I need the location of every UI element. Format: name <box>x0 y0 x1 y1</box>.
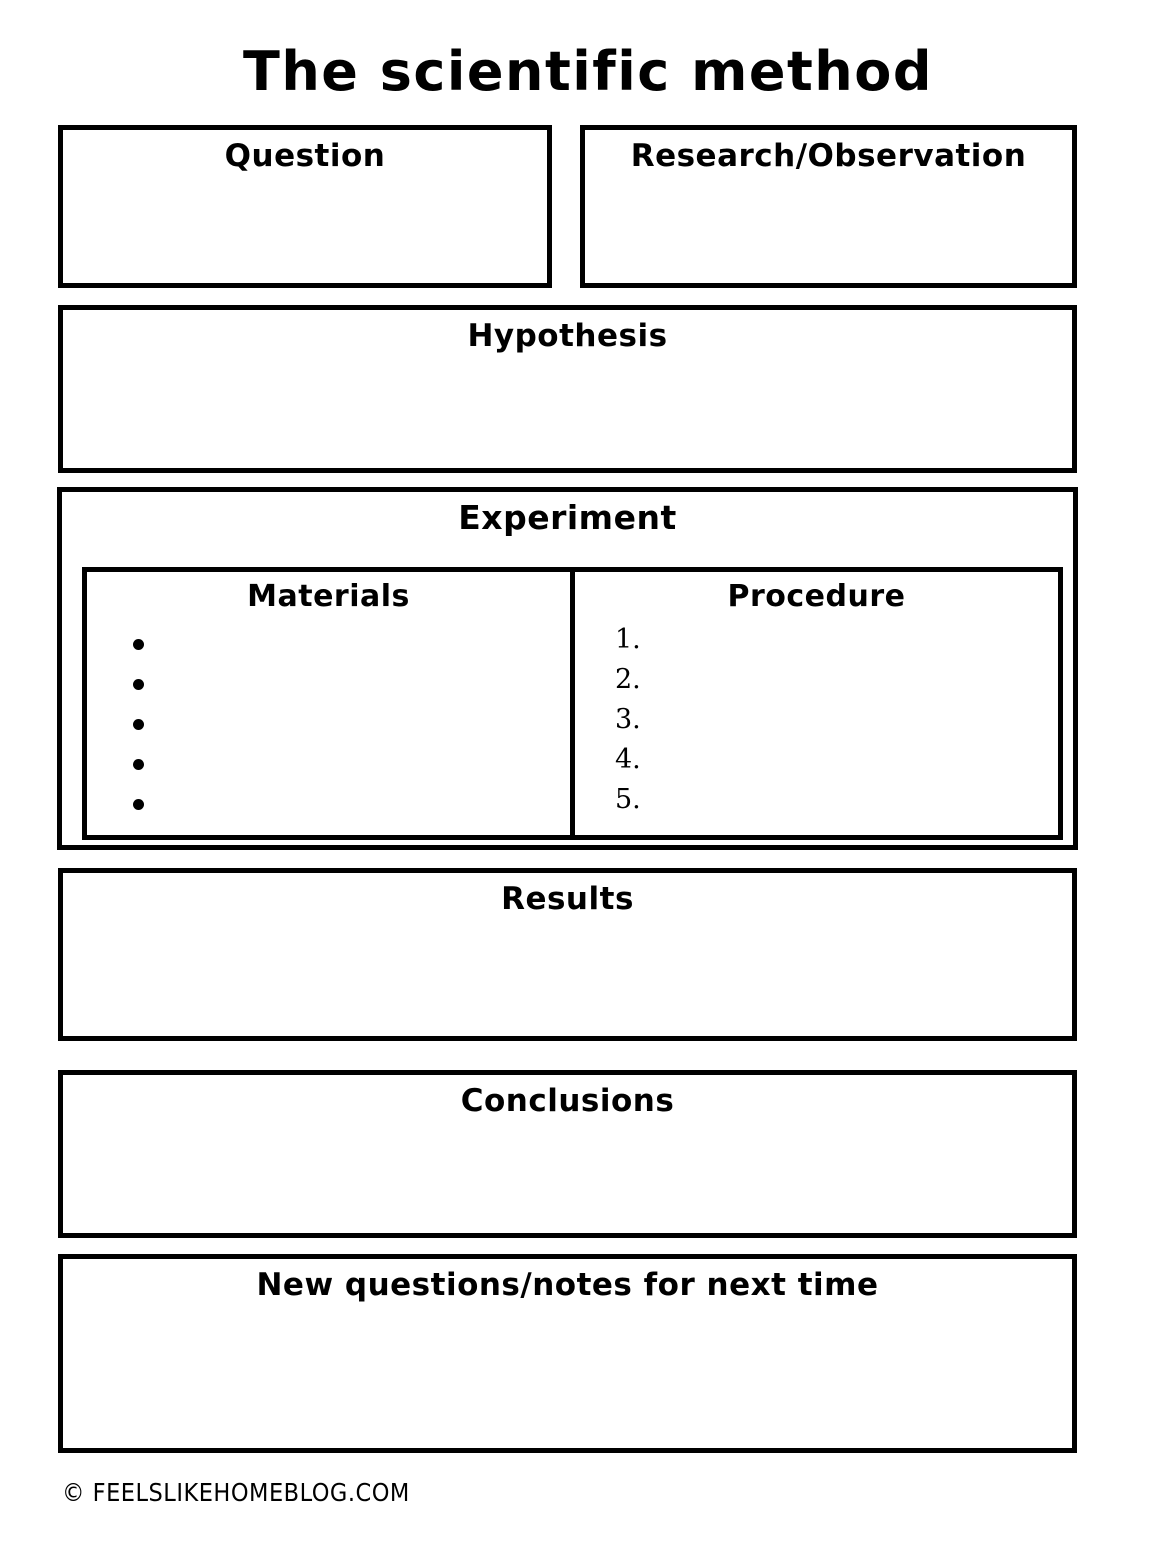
new-questions-notes-write-area[interactable] <box>63 1309 1072 1448</box>
list-item[interactable]: 1. <box>615 624 641 655</box>
section-label-experiment: Experiment <box>458 498 677 537</box>
section-label-results: Results <box>501 881 634 917</box>
list-item[interactable]: 4. <box>615 744 641 775</box>
list-item[interactable]: 5. <box>615 784 641 815</box>
procedure-list: 1. 2. 3. 4. 5. <box>615 620 641 820</box>
column-procedure: Procedure 1. 2. 3. 4. 5. <box>575 572 1058 835</box>
section-hypothesis: Hypothesis <box>58 305 1077 473</box>
section-label-question: Question <box>224 138 386 174</box>
section-research-observation: Research/Observation <box>580 125 1077 288</box>
bullet-icon <box>133 759 144 770</box>
page-title: The scientific method <box>243 40 933 103</box>
bullet-icon <box>133 799 144 810</box>
section-conclusions: Conclusions <box>58 1070 1077 1238</box>
section-results: Results <box>58 868 1077 1041</box>
hypothesis-write-area[interactable] <box>63 360 1072 468</box>
results-write-area[interactable] <box>63 923 1072 1036</box>
column-materials: Materials <box>87 572 575 835</box>
section-question: Question <box>58 125 552 288</box>
section-label-conclusions: Conclusions <box>460 1083 675 1119</box>
section-new-questions-notes: New questions/notes for next time <box>58 1254 1077 1453</box>
list-item[interactable]: 3. <box>615 704 641 735</box>
conclusions-write-area[interactable] <box>63 1125 1072 1233</box>
research-observation-write-area[interactable] <box>585 180 1072 283</box>
section-experiment: Experiment Materials <box>57 487 1078 850</box>
section-label-hypothesis: Hypothesis <box>467 318 668 354</box>
bullet-icon <box>133 679 144 690</box>
footer-copyright: © FEELSLIKEHOMEBLOG.COM <box>62 1478 410 1507</box>
section-label-new-questions-notes: New questions/notes for next time <box>256 1267 879 1303</box>
list-item[interactable]: 2. <box>615 664 641 695</box>
question-write-area[interactable] <box>63 180 547 283</box>
column-label-materials: Materials <box>247 579 410 614</box>
experiment-inner-panel: Materials <box>82 567 1063 840</box>
section-label-research-observation: Research/Observation <box>630 138 1027 174</box>
bullet-icon <box>133 639 144 650</box>
column-label-procedure: Procedure <box>727 579 906 614</box>
bullet-icon <box>133 719 144 730</box>
